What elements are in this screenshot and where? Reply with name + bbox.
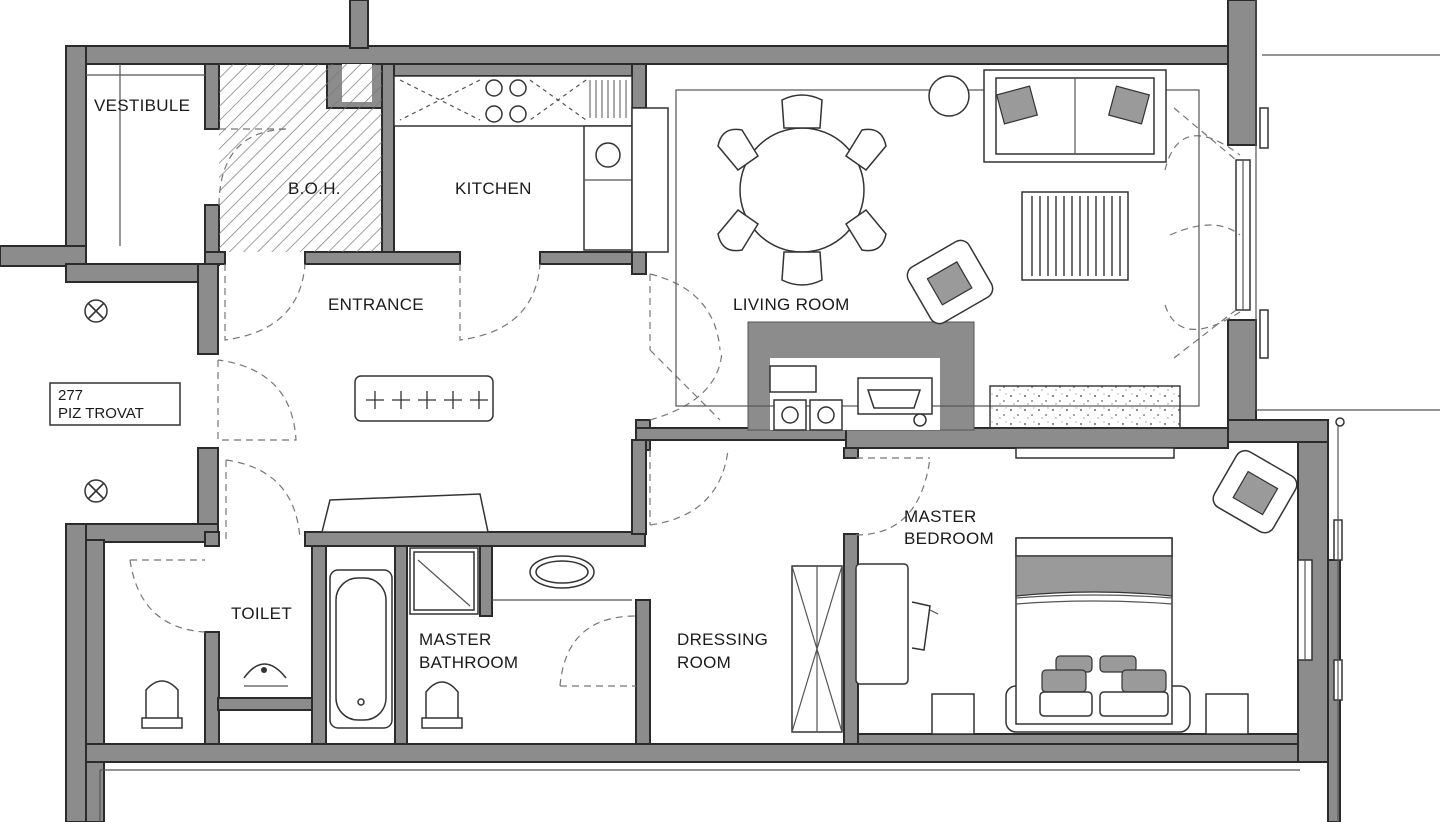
unit-number: 277 bbox=[58, 387, 83, 404]
laundry-fixtures bbox=[769, 365, 933, 431]
label-kitchen: KITCHEN bbox=[455, 179, 532, 198]
entrance-bench bbox=[321, 375, 494, 533]
vestibule bbox=[86, 64, 205, 246]
doors bbox=[129, 107, 1241, 687]
walls bbox=[0, 0, 1341, 822]
label-toilet: TOILET bbox=[231, 604, 292, 623]
label-master-bedroom-line1: MASTER bbox=[904, 507, 977, 526]
label-boh: B.O.H. bbox=[288, 179, 341, 198]
label-living-room: LIVING ROOM bbox=[733, 295, 850, 314]
label-entrance: ENTRANCE bbox=[328, 295, 424, 314]
boh-hatched-area bbox=[219, 64, 382, 252]
unit-sign-box bbox=[49, 382, 181, 426]
dressing-wardrobe bbox=[791, 565, 843, 733]
corridor-lights bbox=[84, 299, 108, 503]
label-master-bedroom-line2: BEDROOM bbox=[904, 529, 994, 548]
windows bbox=[99, 0, 1440, 822]
toilet-fixtures bbox=[141, 663, 288, 729]
master-bathroom-fixtures bbox=[329, 547, 632, 729]
unit-name: PIZ TROVAT bbox=[58, 405, 144, 422]
label-vestibule: VESTIBULE bbox=[94, 96, 190, 115]
label-master-bathroom-line2: BATHROOM bbox=[419, 653, 518, 672]
label-dressing-room-line2: ROOM bbox=[677, 653, 731, 672]
kitchen-counter bbox=[393, 75, 669, 253]
label-dressing-room-line1: DRESSING bbox=[677, 630, 768, 649]
living-room-furniture bbox=[675, 69, 1200, 429]
master-bedroom-furniture bbox=[855, 447, 1298, 735]
label-master-bathroom-line1: MASTER bbox=[419, 630, 492, 649]
